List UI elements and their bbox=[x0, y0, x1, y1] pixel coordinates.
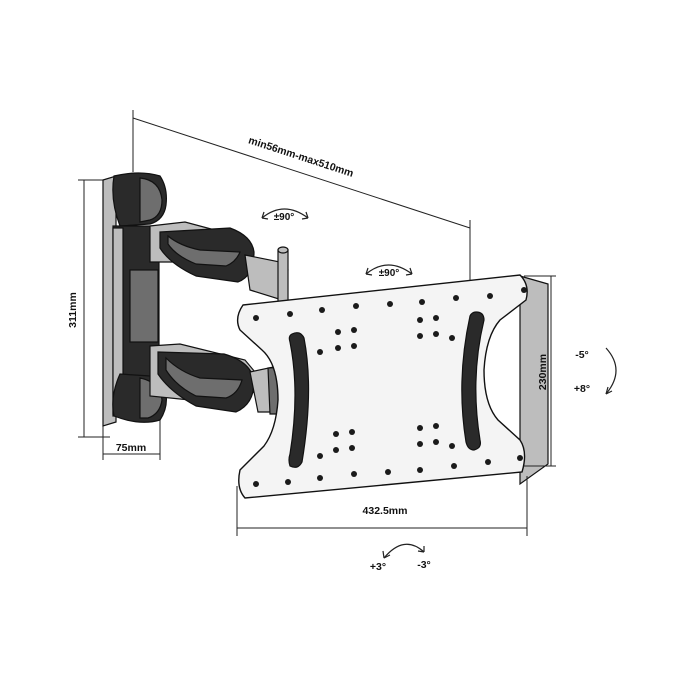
tilt-down-label: +8° bbox=[574, 383, 590, 395]
mounting-hole bbox=[417, 333, 423, 339]
swivel-wall-arrow-icon bbox=[261, 208, 309, 219]
mounting-hole bbox=[351, 471, 357, 477]
swivel-plate-label: ±90° bbox=[379, 268, 400, 279]
mounting-hole bbox=[317, 349, 323, 355]
mounting-hole bbox=[517, 455, 523, 461]
plate-width-label: 432.5mm bbox=[363, 505, 408, 517]
depth-label: 75mm bbox=[116, 442, 146, 454]
mounting-hole bbox=[387, 301, 393, 307]
roll-right-label: -3° bbox=[417, 559, 431, 571]
mounting-hole bbox=[449, 335, 455, 341]
left-slot bbox=[288, 332, 310, 468]
mounting-hole bbox=[349, 445, 355, 451]
plate-width-dimension: 432.5mm bbox=[236, 476, 528, 536]
mounting-hole bbox=[285, 479, 291, 485]
tv-plate bbox=[236, 274, 549, 499]
height-dimension: 311mm bbox=[67, 179, 110, 438]
plate-height-label: 230mm bbox=[537, 354, 549, 390]
mounting-hole bbox=[521, 287, 527, 293]
mounting-hole bbox=[353, 303, 359, 309]
mounting-hole bbox=[417, 317, 423, 323]
depth-dimension: 75mm bbox=[102, 420, 161, 460]
mounting-hole bbox=[333, 431, 339, 437]
mounting-hole bbox=[335, 329, 341, 335]
tilt-up-label: -5° bbox=[575, 349, 589, 361]
mounting-hole bbox=[433, 331, 439, 337]
mounting-hole bbox=[485, 459, 491, 465]
mounting-hole bbox=[417, 467, 423, 473]
mounting-hole bbox=[449, 443, 455, 449]
mounting-hole bbox=[417, 425, 423, 431]
mounting-hole bbox=[433, 423, 439, 429]
mounting-hole bbox=[385, 469, 391, 475]
mounting-hole bbox=[487, 293, 493, 299]
tilt-indicator: -5° +8° bbox=[574, 347, 617, 395]
mounting-hole bbox=[317, 453, 323, 459]
right-slot bbox=[461, 311, 485, 451]
swivel-wall-label: ±90° bbox=[274, 212, 295, 223]
tv-plate-face bbox=[236, 274, 528, 499]
roll-left-label: +3° bbox=[370, 561, 386, 573]
mounting-hole bbox=[433, 315, 439, 321]
mounting-hole bbox=[333, 447, 339, 453]
mounting-hole bbox=[351, 343, 357, 349]
roll-arrow-icon bbox=[383, 543, 425, 559]
mounting-hole bbox=[453, 295, 459, 301]
mounting-hole bbox=[287, 311, 293, 317]
tilt-arrow-icon bbox=[605, 347, 617, 395]
mounting-hole bbox=[317, 475, 323, 481]
roll-indicator: +3° -3° bbox=[370, 543, 431, 573]
mounting-hole bbox=[351, 327, 357, 333]
mounting-hole bbox=[433, 439, 439, 445]
mounting-hole bbox=[335, 345, 341, 351]
mounting-holes bbox=[253, 287, 527, 487]
mounting-hole bbox=[417, 441, 423, 447]
mounting-hole bbox=[253, 315, 259, 321]
mounting-hole bbox=[253, 481, 259, 487]
swivel-plate-arrow-icon bbox=[365, 264, 413, 275]
mounting-hole bbox=[319, 307, 325, 313]
swivel-wall-indicator: ±90° bbox=[261, 208, 309, 223]
mounting-hole bbox=[451, 463, 457, 469]
mounting-hole bbox=[349, 429, 355, 435]
mounting-hole bbox=[419, 299, 425, 305]
plate-height-dimension: 230mm bbox=[524, 275, 556, 467]
height-label: 311mm bbox=[67, 292, 79, 328]
swivel-plate-indicator: ±90° bbox=[365, 264, 413, 279]
